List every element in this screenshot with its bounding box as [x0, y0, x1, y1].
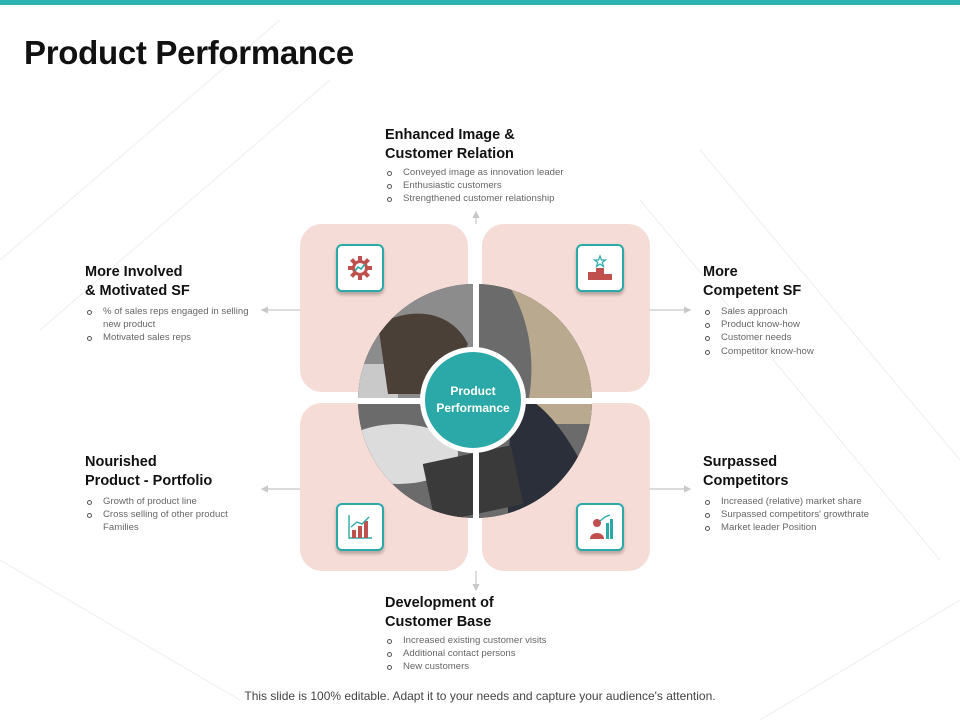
list-item: Competitor know-how: [703, 345, 923, 358]
heading-nourished-product: Nourished Product - Portfolio: [85, 454, 213, 489]
person-growth-icon: [576, 503, 624, 551]
bullets-enhanced-image: Conveyed image as innovation leader Enth…: [385, 166, 645, 206]
list-item: New customers: [385, 660, 625, 673]
bullets-more-competent: Sales approach Product know-how Customer…: [703, 305, 923, 358]
heading-surpassed-competitors: Surpassed Competitors: [703, 454, 789, 489]
list-item: Cross selling of other product Families: [85, 508, 265, 534]
center-circle: Product Performance: [420, 347, 526, 453]
list-item: Additional contact persons: [385, 647, 625, 660]
list-item: Surpassed competitors' growthrate: [703, 508, 943, 521]
list-item: Market leader Position: [703, 521, 943, 534]
list-item: Sales approach: [703, 305, 923, 318]
top-accent-bar: [0, 0, 960, 5]
list-item: Increased existing customer visits: [385, 634, 625, 647]
list-item: Product know-how: [703, 318, 923, 331]
bullets-customer-base: Increased existing customer visits Addit…: [385, 634, 625, 674]
list-item: Conveyed image as innovation leader: [385, 166, 645, 179]
list-item: Strengthened customer relationship: [385, 192, 645, 205]
page-title: Product Performance: [24, 34, 354, 71]
list-item: Motivated sales reps: [85, 331, 255, 344]
footer-note: This slide is 100% editable. Adapt it to…: [244, 689, 716, 703]
heading-more-involved: More Involved & Motivated SF: [85, 264, 190, 299]
list-item: % of sales reps engaged in selling new p…: [85, 305, 255, 331]
list-item: Growth of product line: [85, 495, 265, 508]
gear-growth-icon: [336, 244, 384, 292]
heading-more-competent: More Competent SF: [703, 264, 802, 299]
bullets-more-involved: % of sales reps engaged in selling new p…: [85, 305, 255, 345]
list-item: Customer needs: [703, 331, 923, 344]
heading-enhanced-image: Enhanced Image & Customer Relation: [385, 127, 515, 162]
bullets-nourished-product: Growth of product line Cross selling of …: [85, 495, 265, 535]
list-item: Enthusiastic customers: [385, 179, 645, 192]
bullets-surpassed-competitors: Increased (relative) market share Surpas…: [703, 495, 943, 535]
list-item: Increased (relative) market share: [703, 495, 943, 508]
center-label: Product Performance: [436, 384, 510, 415]
growth-chart-icon: [336, 503, 384, 551]
podium-star-icon: [576, 244, 624, 292]
heading-customer-base: Development of Customer Base: [385, 595, 494, 630]
